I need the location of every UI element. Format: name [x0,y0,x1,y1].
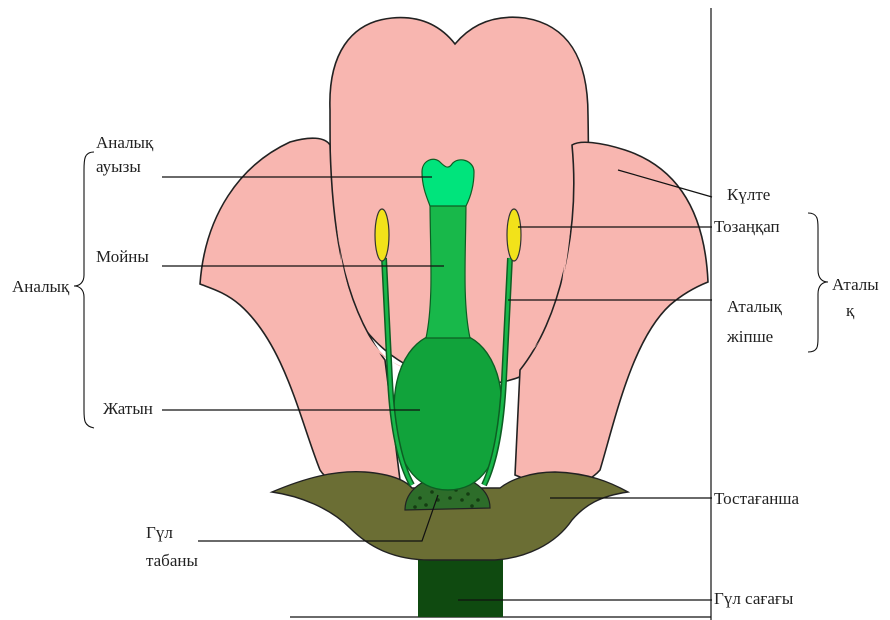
receptacle-label-line1: Гүл [146,523,173,542]
ovary-label: Жатын [103,399,153,418]
stem-label: Гүл сағағы [714,589,794,608]
left-anther [375,209,389,261]
receptacle-label-line2: табаны [146,551,198,570]
pistil-label: Аналық [12,277,70,296]
style-shape [426,200,470,338]
calyx-label: Тостағанша [714,489,799,508]
corolla-label: Күлте [727,185,770,204]
stigma-label-line2: ауызы [96,157,141,176]
style-label: Мойны [96,247,149,266]
pistil-brace [74,152,94,428]
filament-label-line2: жіпше [726,327,773,346]
stamen-brace [808,213,828,352]
anther-label: Тозаңқап [714,217,780,236]
stem-shape [418,555,503,617]
filament-label-line1: Аталық [727,297,783,316]
ovary-shape [394,332,502,490]
stigma-label-line1: Аналық [96,133,154,152]
stamen-label-line1: Аталы [832,275,879,294]
stamen-label-line2: қ [846,301,855,320]
right-anther [507,209,521,261]
